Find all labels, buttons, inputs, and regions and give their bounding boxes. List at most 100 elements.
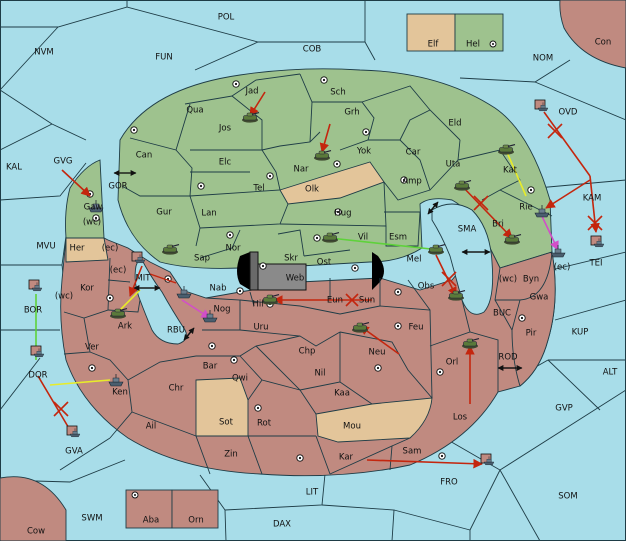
province-label: Qua [186, 106, 203, 116]
sea-label: LIT [306, 488, 319, 498]
coast-label: (wc) [55, 292, 73, 302]
province-label: Grh [344, 108, 359, 118]
sea-label: GVA [65, 447, 83, 457]
sea-label: POL [218, 13, 235, 23]
province-label: Bri [492, 220, 504, 230]
province-label: Nog [214, 305, 231, 315]
neutral-province-labels: Olk Her Sot Mou [69, 185, 361, 432]
legend-labels: Elf Hel Aba Orn [143, 40, 480, 526]
sea-label: OVD [559, 108, 578, 118]
coast-label: (wc) [83, 218, 101, 228]
province-label: Nor [225, 244, 241, 254]
province-mou [315, 397, 433, 443]
province-label: Pir [526, 329, 537, 339]
province-label: Zin [224, 450, 238, 460]
province-label: Nil [314, 369, 325, 379]
province-label: Vil [358, 233, 368, 243]
province-label: Los [453, 413, 468, 423]
sea-label: FRO [440, 478, 458, 488]
province-label: Chr [169, 384, 184, 394]
province-label: Rie [519, 203, 533, 213]
inner-lake-west [134, 254, 187, 345]
coast-label: (wc) [499, 275, 517, 285]
province-label: Sun [359, 296, 375, 306]
province-label: Skr [284, 254, 298, 264]
sea-label: KAL [6, 163, 22, 173]
green-borders [121, 73, 553, 259]
province-label: Qwi [232, 374, 248, 384]
province-sot [195, 377, 249, 437]
sea-label: Con [595, 38, 612, 48]
sea-label: BOR [24, 306, 42, 316]
sea-label: KUP [572, 328, 589, 338]
province-label: Ark [118, 322, 132, 332]
province-label: Car [406, 148, 421, 158]
province-label: Gaw [84, 203, 103, 213]
province-label: Lan [201, 209, 216, 219]
province-label: Ver [85, 343, 99, 353]
province-label: Yok [356, 147, 371, 157]
sea-label: DQR [28, 371, 47, 381]
province-label: Olk [305, 185, 319, 195]
province-label: Eun [327, 296, 343, 306]
impassable-labels: Web [286, 274, 305, 284]
province-label: Hug [334, 209, 351, 219]
green-province-labels: Jad Sch Qua Jos Grh Eld Can Yok Car Nar … [84, 87, 533, 268]
coast-label: (ec) [110, 266, 127, 276]
coast-label: (ec) [102, 244, 119, 254]
inner-lake-east [431, 203, 494, 315]
province-label: Elc [219, 158, 232, 168]
sea-label: Cow [27, 527, 45, 537]
coast-label: (ec) [554, 263, 571, 273]
province-label: Tel [252, 184, 264, 194]
brown-province-labels: Bri Kor MIT Nab Byn Eun Sun Obs Hil Nog … [80, 220, 548, 463]
province-label: Ail [146, 422, 157, 432]
sea-label: SMA [458, 225, 477, 235]
province-label: Web [286, 274, 305, 284]
province-label: Chp [299, 347, 316, 357]
coast-labels: (wc) (ec) (ec) (wc) (wc) (ec) [55, 218, 570, 302]
province-label: Can [136, 151, 153, 161]
sea-label: NVM [34, 48, 54, 58]
province-label: Obs [418, 282, 435, 292]
province-label: Esm [389, 233, 407, 243]
province-label: Orl [446, 358, 459, 368]
province-label: Sch [330, 88, 345, 98]
legend-label: Hel [466, 40, 480, 50]
province-label: Sot [219, 418, 234, 428]
sea-label: ALT [603, 368, 618, 378]
province-label: Ost [317, 258, 332, 268]
province-label: Kor [80, 284, 94, 294]
province-label: Kat [503, 166, 518, 176]
sea-label: ROD [498, 353, 518, 363]
province-label: Jad [244, 87, 258, 97]
province-label: MIT [135, 274, 151, 284]
legend-label: Aba [143, 516, 159, 526]
sea-label: GOR [108, 182, 127, 192]
sea-labels: POL COB FUN NVM NOM Con OVD KAL GVG GOR … [6, 13, 618, 537]
province-label: Uru [253, 323, 268, 333]
province-cow [0, 476, 67, 541]
legend [125, 13, 504, 529]
sea-label: MVU [36, 242, 55, 252]
sea-label: FUN [155, 53, 172, 63]
legend-label: Elf [428, 40, 440, 50]
sea-label: SWM [81, 514, 102, 524]
province-label: Nar [293, 165, 309, 175]
province-label: Byn [523, 275, 539, 285]
province-label: Gur [156, 208, 172, 218]
province-label: Kaa [334, 389, 350, 399]
province-label: Eld [448, 119, 461, 129]
sea-label: COB [303, 45, 322, 55]
sea-label: KAM [583, 194, 602, 204]
province-label: Sam [403, 447, 422, 457]
province-label: Ken [112, 388, 128, 398]
sea-label: DAX [273, 520, 291, 530]
province-label: Mel [407, 255, 422, 265]
province-label: Gwa [530, 293, 549, 303]
province-label: Amp [402, 177, 422, 187]
province-label: Mou [343, 422, 361, 432]
sea-label: RBU [167, 326, 185, 336]
sea-label: NOM [533, 54, 553, 64]
